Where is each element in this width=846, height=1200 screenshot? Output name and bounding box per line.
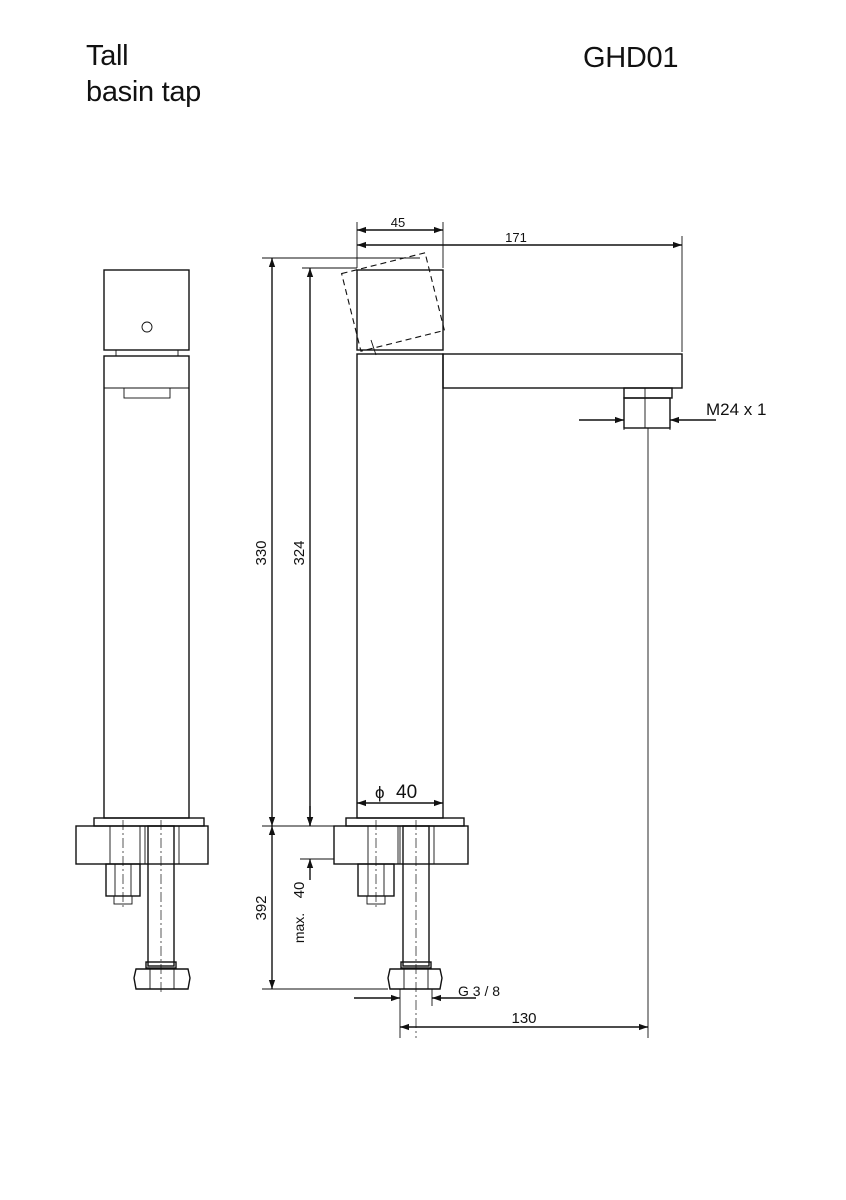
dim-handle-width: 45 <box>391 215 405 230</box>
side-handle-open-position <box>340 252 446 352</box>
dim-max-value: 40 <box>291 882 308 899</box>
dim-below-deck: 392 <box>253 895 270 920</box>
dimension-lines: 45 171 M24 x 1 330 324 ϕ 40 392 max. 40 … <box>253 215 766 1038</box>
dim-diameter-symbol: ϕ <box>375 783 385 802</box>
side-hose-nut <box>387 968 443 990</box>
dim-max-label: max. <box>291 913 307 943</box>
front-view <box>75 269 209 995</box>
side-aerator-housing <box>623 387 673 399</box>
title-line-2: basin tap <box>86 76 201 108</box>
front-hose-nut <box>133 968 191 990</box>
dim-thread: M24 x 1 <box>706 400 766 419</box>
front-handle <box>103 269 190 351</box>
dim-connection: G 3 / 8 <box>458 983 500 999</box>
title-block: Tall basin tap <box>86 38 201 110</box>
side-deck-section <box>333 825 469 865</box>
side-spout <box>442 353 683 389</box>
dim-spout-reach: 130 <box>511 1010 536 1027</box>
side-aerator <box>623 397 671 429</box>
front-handle-indicator <box>141 321 153 333</box>
front-deck-section <box>75 825 209 865</box>
dim-diameter: 40 <box>396 782 417 803</box>
side-handle <box>356 269 444 351</box>
front-body <box>103 355 190 819</box>
dim-body-height: 324 <box>291 540 308 565</box>
dim-total-depth: 171 <box>505 230 527 245</box>
dim-total-height: 330 <box>253 540 270 565</box>
side-body <box>356 353 444 819</box>
product-code: GHD01 <box>583 42 679 74</box>
side-view <box>333 252 683 1038</box>
front-aerator <box>123 387 171 399</box>
title-line-1: Tall <box>86 40 129 72</box>
